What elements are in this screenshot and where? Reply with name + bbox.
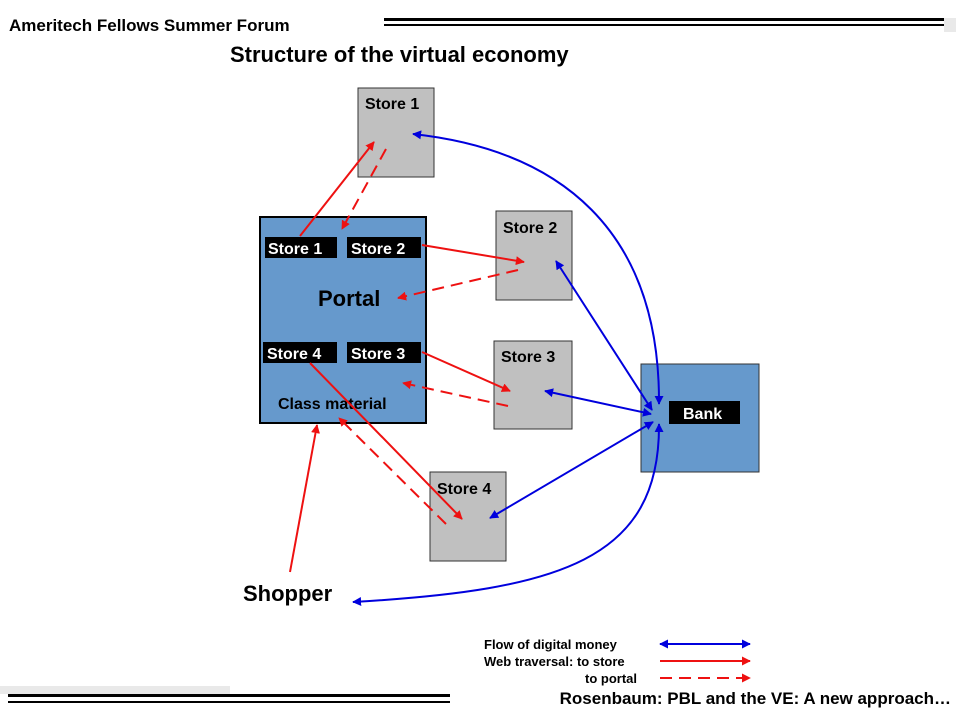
money-shopper-bank [352, 423, 664, 607]
diagram-title: Structure of the virtual economy [230, 42, 569, 67]
store-4-box: Store 4 [429, 471, 507, 562]
portal-tag-store-4: Store 4 [267, 346, 321, 363]
footer-rule [8, 694, 450, 703]
arrow-store-1-to-portal [341, 148, 387, 230]
money-flow-arrows [352, 130, 664, 607]
header-rule-accent [944, 18, 956, 32]
header-rule [384, 18, 944, 26]
store-4-label: Store 4 [437, 481, 491, 498]
store-1-label: Store 1 [365, 96, 419, 113]
store-2-label: Store 2 [503, 220, 557, 237]
shopper-label: Shopper [243, 581, 333, 606]
arrow-portal-to-store-1 [299, 141, 375, 237]
money-store-4-bank [489, 421, 654, 519]
money-store-1-bank [412, 130, 664, 405]
portal-tag-store-3: Store 3 [351, 346, 405, 363]
footer-title: Rosenbaum: PBL and the VE: A new approac… [559, 689, 951, 708]
legend-to-store-label: Web traversal: to store [484, 654, 625, 669]
store-3-box: Store 3 [493, 340, 573, 430]
store-3-label: Store 3 [501, 349, 555, 366]
class-material-label: Class material [278, 396, 387, 413]
bank-label: Bank [683, 406, 722, 423]
legend-money-label: Flow of digital money [484, 637, 618, 652]
header-title: Ameritech Fellows Summer Forum [9, 16, 290, 35]
money-store-3-bank [544, 388, 652, 417]
store-2-box: Store 2 [495, 210, 573, 301]
legend: Flow of digital money Web traversal: to … [484, 637, 751, 686]
portal-tag-store-2: Store 2 [351, 241, 405, 258]
portal-tag-store-1: Store 1 [268, 241, 322, 258]
footer-rule-accent [0, 686, 230, 694]
arrow-store-4-to-portal [338, 417, 447, 525]
arrow-shopper-to-portal [289, 424, 320, 573]
portal-box: Store 1 Store 2 Portal Store 4 Store 3 C… [259, 216, 427, 424]
portal-label: Portal [318, 286, 380, 311]
legend-to-portal-label: to portal [585, 671, 637, 686]
money-store-2-bank [555, 260, 653, 411]
store-1-box: Store 1 [357, 87, 435, 178]
